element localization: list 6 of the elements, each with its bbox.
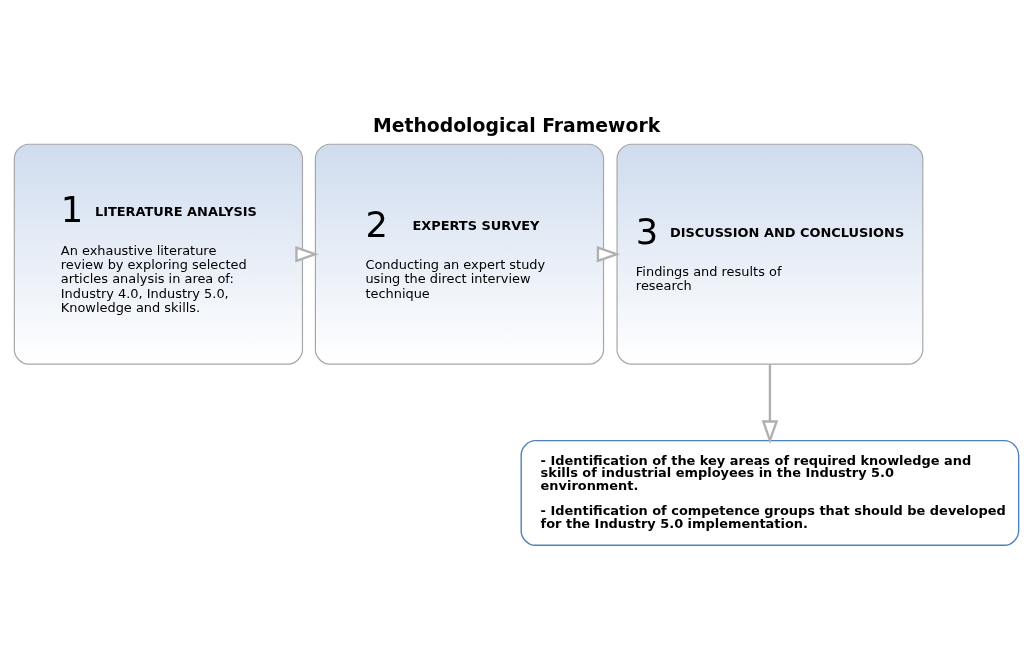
diagram-title: Methodological Framework: [372, 115, 660, 137]
arrow: [761, 364, 778, 444]
node-box: 3 DISCUSSION AND CONCLUSIONS Findings and results of research: [615, 143, 923, 365]
arrow: [596, 246, 620, 263]
node-box: - Identification of the key areas of required knowledge and skills of industrial employees in the Industry 5.0 environment. - Identification of competence groups that should be developed for the Industry 5.0 implementation.: [520, 439, 1019, 546]
arrow: [294, 246, 319, 263]
